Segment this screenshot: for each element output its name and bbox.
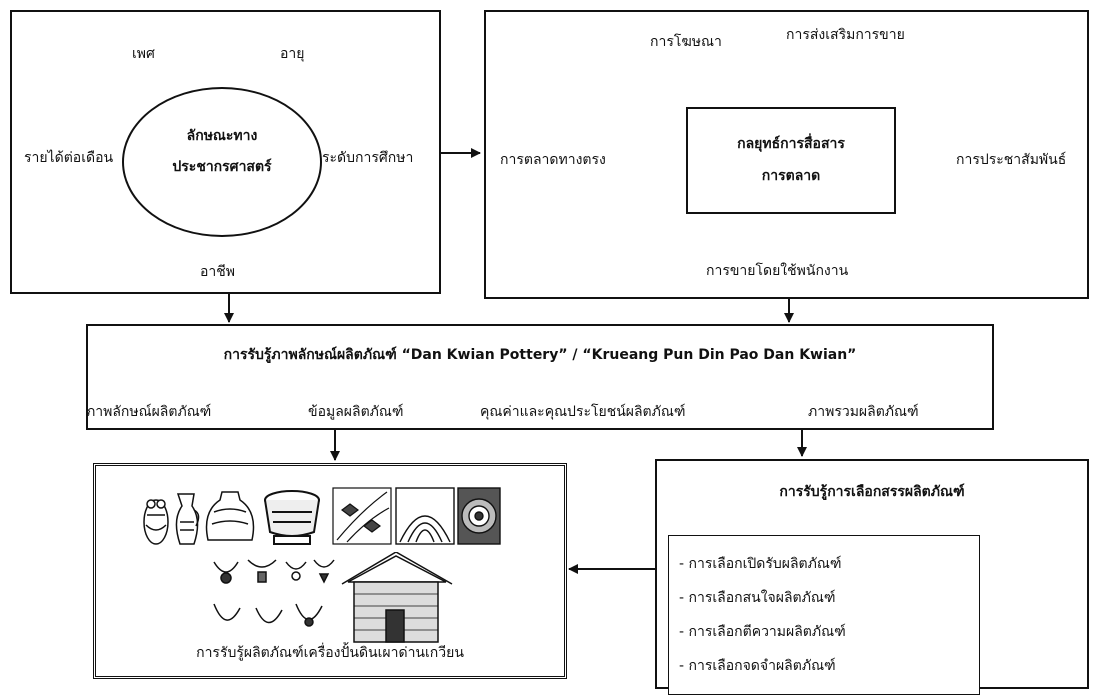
selection-box: การรับรู้การเลือกสรรผลิตภัณฑ์ - การเลือก… bbox=[655, 459, 1089, 695]
necklace-icons bbox=[213, 559, 335, 627]
image-perception-box: การรับรู้ภาพลักษณ์ผลิตภัณฑ์ “Dan Kwian P… bbox=[86, 324, 994, 430]
selection-title: การรับรู้การเลือกสรรผลิตภัณฑ์ bbox=[779, 484, 965, 500]
pattern-tile-2-icon bbox=[395, 487, 455, 545]
pitcher-icon bbox=[175, 493, 200, 545]
age-label: อายุ bbox=[280, 46, 305, 62]
selection-item-4: - การเลือกจดจำผลิตภัณฑ์ bbox=[679, 658, 836, 674]
personal-selling-label: การขายโดยใช้พนักงาน bbox=[706, 263, 849, 279]
occupation-label: อาชีพ bbox=[200, 264, 235, 280]
pattern-tile-3-icon bbox=[457, 487, 501, 545]
direct-marketing-label: การตลาดทางตรง bbox=[500, 152, 606, 168]
perception-item-3: คุณค่าและคุณประโยชน์ผลิตภัณฑ์ bbox=[480, 404, 686, 420]
communication-center-box: กลยุทธ์การสื่อสาร การตลาด bbox=[686, 107, 896, 214]
lidded-jar-icon bbox=[205, 491, 255, 541]
ornament-illustrations bbox=[213, 552, 453, 643]
advertising-label: การโฆษณา bbox=[650, 34, 722, 50]
owl-jar-icon bbox=[143, 499, 169, 545]
demographics-center-circle bbox=[122, 87, 322, 237]
products-panel: การรับรู้ผลิตภัณฑ์เครื่องปั้นดินเผาด่านเ… bbox=[93, 463, 567, 679]
gender-label: เพศ bbox=[132, 46, 155, 62]
demographics-title-line2: ประชากรศาสตร์ bbox=[172, 159, 272, 175]
pattern-tile-1-icon bbox=[332, 487, 392, 545]
sales-promotion-label: การส่งเสริมการขาย bbox=[786, 27, 905, 43]
communication-title-line1: กลยุทธ์การสื่อสาร bbox=[737, 136, 845, 152]
house-icon bbox=[341, 552, 453, 643]
selection-item-3: - การเลือกตีความผลิตภัณฑ์ bbox=[679, 624, 846, 640]
planter-bowl-icon bbox=[264, 490, 320, 545]
products-caption: การรับรู้ผลิตภัณฑ์เครื่องปั้นดินเผาด่านเ… bbox=[196, 645, 464, 661]
public-relations-label: การประชาสัมพันธ์ bbox=[956, 152, 1067, 168]
perception-item-4: ภาพรวมผลิตภัณฑ์ bbox=[808, 404, 919, 420]
communication-box: การโฆษณา การส่งเสริมการขาย การตลาดทางตรง… bbox=[484, 10, 1089, 299]
income-label: รายได้ต่อเดือน bbox=[24, 150, 114, 166]
education-label: ระดับการศึกษา bbox=[322, 150, 414, 166]
communication-title-line2: การตลาด bbox=[761, 168, 821, 184]
selection-item-2: - การเลือกสนใจผลิตภัณฑ์ bbox=[679, 590, 836, 606]
selection-list-box: - การเลือกเปิดรับผลิตภัณฑ์ - การเลือกสนใ… bbox=[668, 535, 980, 695]
pottery-illustrations bbox=[143, 487, 501, 545]
selection-item-1: - การเลือกเปิดรับผลิตภัณฑ์ bbox=[679, 556, 842, 572]
perception-item-2: ข้อมูลผลิตภัณฑ์ bbox=[308, 404, 404, 420]
perception-item-1: ภาพลักษณ์ผลิตภัณฑ์ bbox=[86, 404, 212, 420]
image-perception-title: การรับรู้ภาพลักษณ์ผลิตภัณฑ์ “Dan Kwian P… bbox=[223, 347, 857, 363]
demographics-title-line1: ลักษณะทาง bbox=[186, 128, 258, 144]
demographics-box: ลักษณะทาง ประชากรศาสตร์ เพศ อายุ รายได้ต… bbox=[10, 10, 441, 294]
